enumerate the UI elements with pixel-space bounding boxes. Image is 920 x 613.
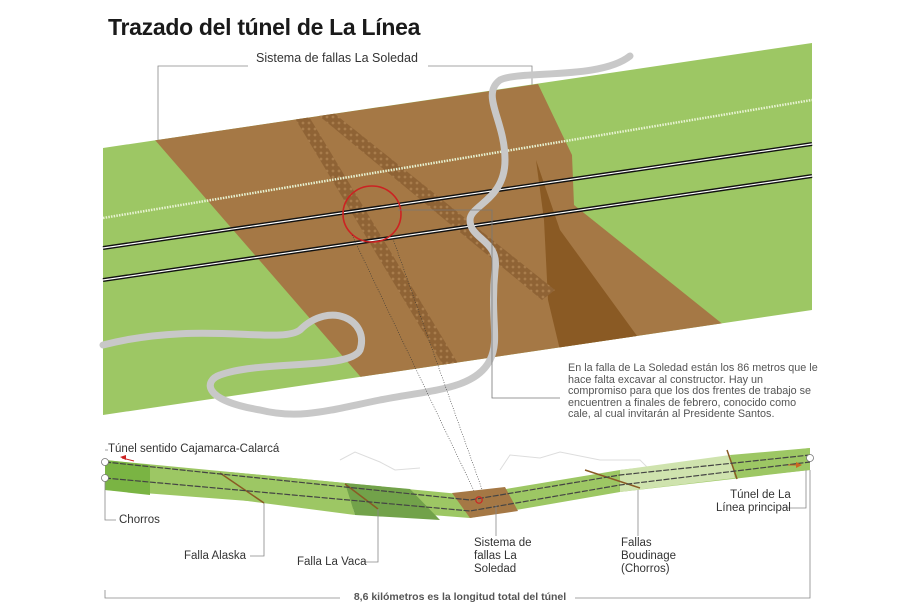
sistema-soledad-line-2: fallas La	[474, 550, 517, 562]
note-leader	[398, 209, 560, 399]
dashed-surface-line	[103, 98, 812, 220]
boudinage-label: Fallas Boudinage (Chorros)	[621, 537, 676, 576]
main-tunnel-line-1: Túnel de La	[730, 489, 791, 501]
sistema-soledad-bottom-label: Sistema de fallas La Soledad	[474, 537, 532, 576]
bottom-leaders	[104, 449, 811, 599]
tunnel-length-text: 8,6 kilómetros es la longitud total del …	[347, 591, 573, 603]
falla-alaska-label: Falla Alaska	[184, 550, 247, 562]
boudinage-line-3: (Chorros)	[621, 563, 670, 575]
boudinage-line-2: Boudinage	[621, 550, 676, 562]
projection-line-1	[351, 234, 477, 496]
bottom-tunnel-strip	[101, 448, 814, 520]
top-label-leader	[157, 65, 533, 176]
falla-la-vaca-label: Falla La Vaca	[297, 556, 367, 568]
tunnel-length-footer: 8,6 kilómetros es la longitud total del …	[0, 591, 920, 603]
boudinage-line-1: Fallas	[621, 537, 652, 549]
road-main	[99, 52, 634, 418]
soledad-fault-label: Sistema de fallas La Soledad	[252, 52, 422, 65]
chorros-label: Chorros	[119, 514, 160, 526]
soledad-note: En la falla de La Soledad están los 86 m…	[568, 362, 818, 420]
fault-strip-1	[290, 110, 468, 380]
sistema-soledad-line-3: Soledad	[474, 563, 517, 575]
page-title: Trazado del túnel de La Línea	[108, 14, 421, 40]
sistema-soledad-line-1: Sistema de	[474, 537, 532, 549]
projection-line-2	[391, 235, 485, 496]
highlight-circle	[342, 185, 402, 243]
tunnel-direction-label: Túnel sentido Cajamarca-Calarcá	[108, 443, 280, 455]
dark-fault-wedge	[536, 160, 640, 350]
main-tunnel-label: Túnel de La Línea principal	[716, 489, 791, 515]
tunnel-lines-top	[102, 142, 813, 282]
main-tunnel-line-2: Línea principal	[716, 502, 791, 514]
